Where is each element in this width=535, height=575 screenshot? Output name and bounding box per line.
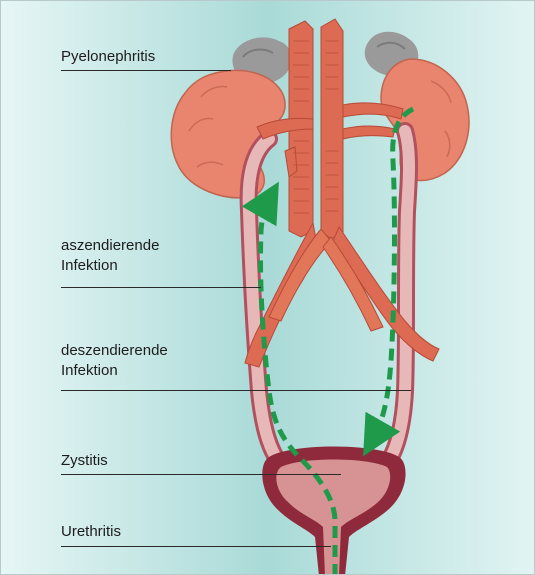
label-pyelonephritis-text: Pyelonephritis xyxy=(61,47,155,67)
label-urethritis-text: Urethritis xyxy=(61,522,121,542)
leader-ascending-infection xyxy=(61,287,261,288)
leader-urethritis xyxy=(61,546,331,547)
label-zystitis: Zystitis xyxy=(61,451,108,471)
label-descending-infection: deszendierende Infektion xyxy=(61,341,168,381)
leader-zystitis xyxy=(61,474,341,475)
label-pyelonephritis: Pyelonephritis xyxy=(61,47,155,67)
label-ascending-line1: aszendierende xyxy=(61,236,159,256)
label-urethritis: Urethritis xyxy=(61,522,121,542)
label-ascending-infection: aszendierende Infektion xyxy=(61,236,159,276)
leader-descending-infection xyxy=(61,390,411,391)
label-ascending-line2: Infektion xyxy=(61,256,159,276)
label-descending-line1: deszendierende xyxy=(61,341,168,361)
label-zystitis-text: Zystitis xyxy=(61,451,108,471)
label-descending-line2: Infektion xyxy=(61,361,168,381)
leader-pyelonephritis xyxy=(61,70,231,71)
